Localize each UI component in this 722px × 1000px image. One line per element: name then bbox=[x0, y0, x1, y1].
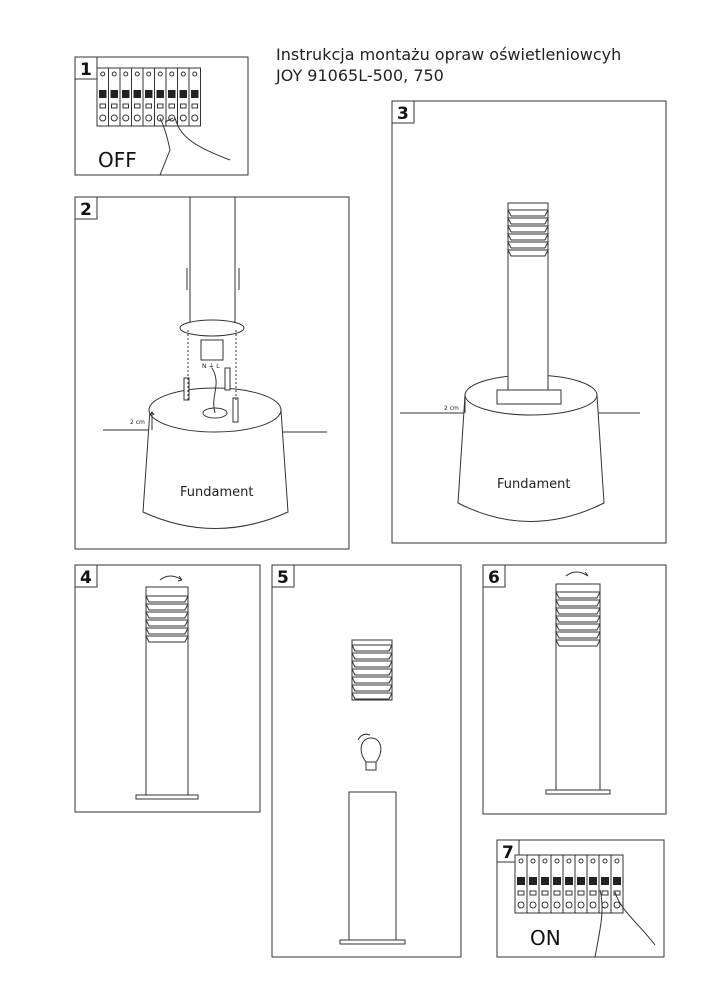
step-2-panel: 2 2 cm N ⏚ L Fundament bbox=[74, 196, 350, 550]
louver-slat bbox=[507, 241, 549, 249]
bulb-icon bbox=[360, 737, 382, 763]
lamp-pole bbox=[348, 791, 397, 941]
hand-icon bbox=[159, 117, 231, 176]
step-number: 3 bbox=[397, 104, 409, 124]
foundation bbox=[142, 409, 289, 529]
louver-slat bbox=[555, 591, 601, 599]
louver-slat bbox=[507, 225, 549, 233]
louver-slat bbox=[351, 652, 393, 660]
step-1-panel: 1 OFF bbox=[74, 56, 249, 176]
circuit-breaker-panel bbox=[514, 854, 624, 914]
step-number: 1 bbox=[80, 60, 92, 80]
louver-slat bbox=[351, 644, 393, 652]
circuit-breaker-panel bbox=[96, 67, 201, 127]
lamp-head bbox=[351, 639, 393, 701]
step-number: 4 bbox=[80, 568, 92, 588]
on-label: ON bbox=[530, 926, 561, 950]
louver-slat bbox=[555, 615, 601, 623]
terminal-labels: N ⏚ L bbox=[202, 363, 220, 370]
step-number: 5 bbox=[277, 568, 289, 588]
hand-icon bbox=[594, 889, 656, 958]
foundation-label: Fundament bbox=[180, 485, 253, 500]
rotate-arrow-icon bbox=[565, 571, 589, 577]
step-7-panel: 7 ON bbox=[496, 839, 665, 958]
louver-slat bbox=[145, 619, 189, 627]
louver-slat bbox=[555, 599, 601, 607]
document-title: Instrukcja montażu opraw oświetleniowcyh… bbox=[276, 44, 621, 86]
step-5-panel: 5 bbox=[271, 564, 462, 958]
louver-slat bbox=[351, 668, 393, 676]
louver-slat bbox=[555, 623, 601, 631]
terminal-block bbox=[200, 339, 224, 361]
breaker bbox=[188, 67, 201, 127]
louver-slat bbox=[507, 249, 549, 257]
step-6-panel: 6 bbox=[482, 564, 667, 815]
title-line-1: Instrukcja montażu opraw oświetleniowcyh bbox=[276, 45, 622, 64]
breaker bbox=[610, 854, 624, 914]
louver-slat bbox=[145, 611, 189, 619]
lamp bbox=[145, 586, 189, 796]
step-number: 6 bbox=[488, 568, 500, 588]
louver-slat bbox=[351, 684, 393, 692]
step-number: 2 bbox=[80, 200, 92, 220]
louver-slat bbox=[555, 631, 601, 639]
lamp bbox=[555, 583, 601, 791]
louver-slat bbox=[507, 217, 549, 225]
louver-slat bbox=[507, 233, 549, 241]
title-line-2: JOY 91065L-500, 750 bbox=[276, 66, 444, 85]
louver-slat bbox=[145, 595, 189, 603]
louver-slat bbox=[145, 603, 189, 611]
dimension-label: 2 cm bbox=[444, 405, 459, 412]
louver-slat bbox=[555, 607, 601, 615]
rotate-arrow-icon bbox=[159, 575, 183, 582]
louver-slat bbox=[145, 635, 189, 643]
lamp bbox=[507, 202, 549, 391]
louver-slat bbox=[351, 692, 393, 700]
foundation bbox=[457, 394, 605, 522]
foundation-label: Fundament bbox=[497, 477, 570, 492]
louver-slat bbox=[555, 639, 601, 647]
louver-slat bbox=[351, 660, 393, 668]
louver-slat bbox=[507, 209, 549, 217]
step-3-panel: 3 2 cm Fundament bbox=[391, 100, 667, 544]
off-label: OFF bbox=[98, 148, 137, 172]
dimension-label: 2 cm bbox=[130, 419, 145, 426]
louver-slat bbox=[145, 627, 189, 635]
step-4-panel: 4 bbox=[74, 564, 261, 813]
louver-slat bbox=[351, 676, 393, 684]
step-number: 7 bbox=[502, 843, 514, 863]
lamp-pole bbox=[189, 196, 236, 323]
